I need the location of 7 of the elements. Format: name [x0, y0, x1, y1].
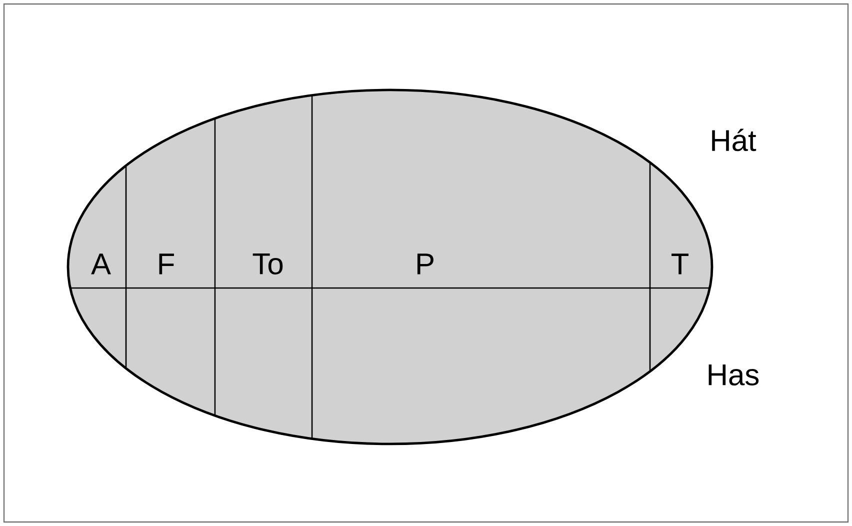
region-label: Has	[708, 364, 759, 386]
region-label: A	[91, 254, 111, 274]
region-label: F	[159, 254, 174, 274]
region-label: Hát	[712, 128, 756, 152]
region-label: P	[417, 254, 434, 274]
region-label: T	[672, 254, 688, 274]
region-label: To	[252, 254, 283, 274]
